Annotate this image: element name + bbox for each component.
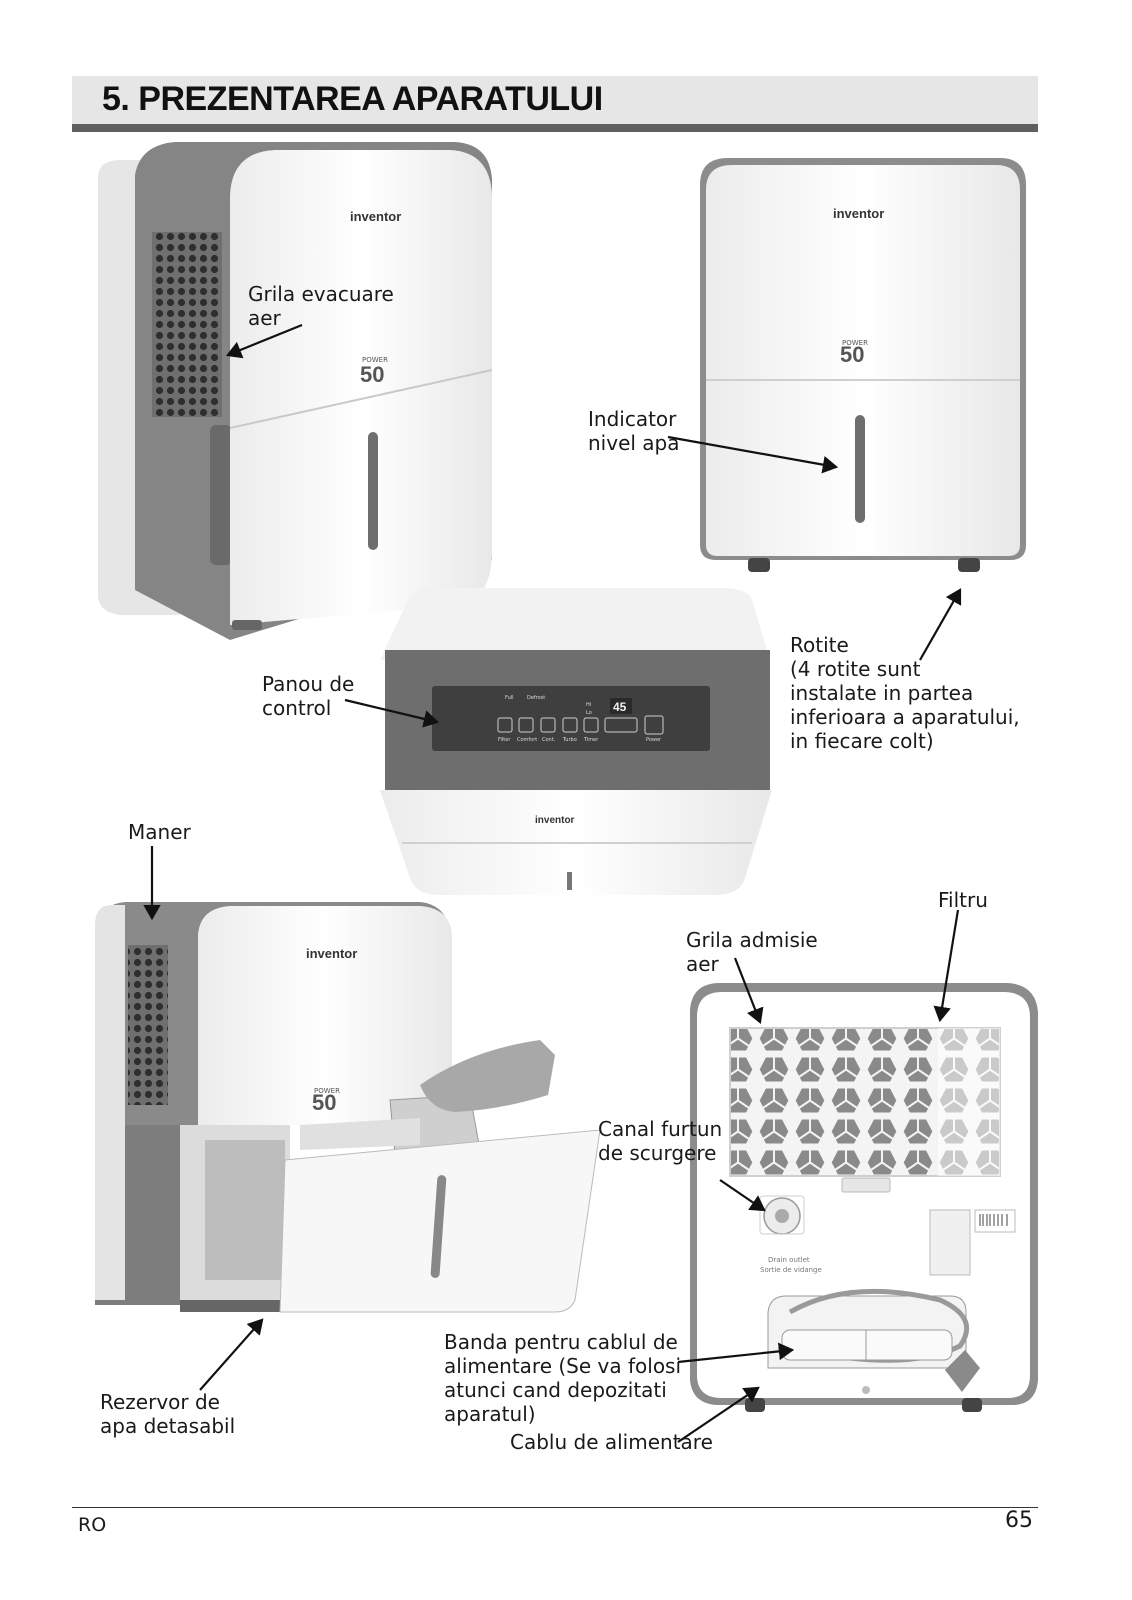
footer-language: RO: [78, 1514, 107, 1536]
svg-text:Timer: Timer: [583, 737, 599, 743]
footer-rule: [72, 1507, 1038, 1508]
model-number-1: 50: [360, 362, 384, 387]
callout-arrows: [143, 323, 962, 1443]
svg-text:Filter: Filter: [498, 737, 511, 743]
svg-text:Comfort: Comfort: [517, 737, 537, 743]
label-maner: Maner: [128, 820, 191, 844]
model-number-2: 50: [840, 342, 864, 367]
model-line-2: POWER: [842, 339, 868, 347]
brand-logo-2: inventor: [833, 206, 884, 221]
svg-text:Sortie de vidange: Sortie de vidange: [760, 1266, 822, 1274]
panel-display: 45: [613, 700, 627, 714]
brand-logo-4: inventor: [306, 946, 357, 961]
dehumidifier-side-view: inventor POWER 50: [98, 142, 493, 640]
dehumidifier-back-view: Drain outlet Sortie de vidange: [690, 983, 1038, 1412]
svg-text:Power: Power: [646, 737, 662, 743]
page-number: 65: [1005, 1508, 1033, 1533]
dehumidifier-front-view: inventor POWER 50: [700, 158, 1026, 572]
section-header-rule: [72, 124, 1038, 132]
label-filtru: Filtru: [938, 888, 988, 912]
svg-text:Cont.: Cont.: [542, 737, 556, 743]
svg-text:Defrost: Defrost: [527, 695, 545, 701]
section-title: 5. PREZENTAREA APARATULUI: [102, 80, 603, 118]
model-line-1: POWER: [362, 356, 388, 364]
svg-text:Turbo: Turbo: [562, 737, 577, 743]
model-number-4: 50: [312, 1090, 336, 1115]
svg-text:Drain outlet: Drain outlet: [768, 1256, 810, 1264]
label-cablu-alimentare: Cablu de alimentare: [510, 1430, 713, 1454]
brand-logo-1: inventor: [350, 209, 401, 224]
dehumidifier-control-panel-view: inventor Full Defrost Hi Lo 45 Filter Co…: [380, 588, 772, 895]
brand-logo-3: inventor: [535, 815, 575, 826]
dehumidifier-tank-removed-view: inventor POWER 50: [95, 902, 601, 1313]
svg-text:Full: Full: [505, 695, 514, 701]
svg-text:Hi: Hi: [586, 702, 591, 708]
section-header-bar: [72, 76, 1038, 124]
svg-text:Lo: Lo: [586, 710, 592, 716]
model-line-4: POWER: [314, 1087, 340, 1095]
